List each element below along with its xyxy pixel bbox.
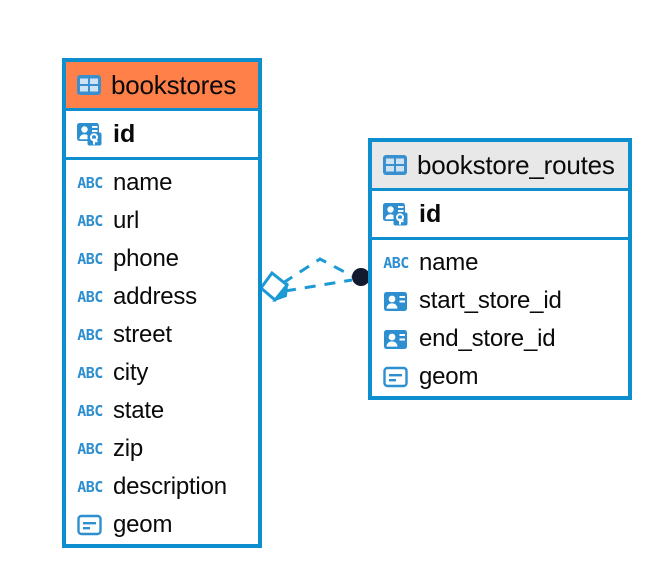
field-label: description [113, 473, 227, 500]
field-label: address [113, 283, 197, 310]
primary-key-icon [382, 201, 410, 227]
field-row[interactable]: ABC url [66, 202, 258, 240]
field-list-bookstores: ABC name ABC url ABC phone ABC address A… [66, 160, 258, 544]
text-type-icon: ABC [77, 401, 103, 420]
field-label: city [113, 359, 149, 386]
text-type-icon: ABC [77, 477, 103, 496]
text-type-icon: ABC [383, 253, 409, 272]
field-label: street [113, 321, 172, 348]
table-icon [76, 74, 102, 96]
primary-key-icon [76, 121, 104, 147]
primary-key-row-bookstore-routes[interactable]: id [372, 191, 628, 240]
entity-title: bookstores [111, 69, 237, 100]
primary-key-label: id [419, 199, 442, 228]
field-row[interactable]: ABC address [66, 278, 258, 316]
field-row[interactable]: start_store_id [372, 282, 628, 320]
field-row[interactable]: ABC name [372, 244, 628, 282]
field-row[interactable]: ABC description [66, 468, 258, 506]
table-icon [382, 154, 408, 176]
primary-key-row-bookstores[interactable]: id [66, 111, 258, 160]
text-type-icon: ABC [77, 363, 103, 382]
relationship-line-upper [282, 257, 355, 285]
entity-header-bookstores[interactable]: bookstores [66, 62, 258, 111]
entity-bookstores[interactable]: bookstores id ABC [62, 58, 262, 548]
field-row[interactable]: end_store_id [372, 320, 628, 358]
field-row[interactable]: geom [66, 506, 258, 544]
field-label: geom [113, 511, 173, 538]
foreign-key-icon [382, 327, 410, 351]
text-type-icon: ABC [77, 249, 103, 268]
field-label: state [113, 397, 165, 424]
field-row[interactable]: ABC phone [66, 240, 258, 278]
field-row[interactable]: ABC street [66, 316, 258, 354]
field-label: phone [113, 245, 179, 272]
field-row[interactable]: ABC state [66, 392, 258, 430]
field-label: url [113, 207, 140, 234]
entity-title: bookstore_routes [417, 149, 615, 180]
field-label: end_store_id [419, 325, 556, 352]
diamond-marker [258, 270, 290, 303]
field-row[interactable]: ABC name [66, 164, 258, 202]
relationship-line-lower [284, 278, 353, 293]
field-row[interactable]: geom [372, 358, 628, 396]
geometry-type-icon [382, 365, 410, 389]
field-label: name [113, 169, 173, 196]
field-label: name [419, 249, 479, 276]
field-row[interactable]: ABC zip [66, 430, 258, 468]
geometry-type-icon [76, 513, 104, 537]
field-list-bookstore-routes: ABC name start_store_id [372, 240, 628, 396]
field-label: start_store_id [419, 287, 562, 314]
foreign-key-icon [382, 289, 410, 313]
text-type-icon: ABC [77, 325, 103, 344]
field-label: zip [113, 435, 144, 462]
text-type-icon: ABC [77, 287, 103, 306]
field-label: geom [419, 363, 479, 390]
entity-header-bookstore-routes[interactable]: bookstore_routes [372, 142, 628, 191]
text-type-icon: ABC [77, 211, 103, 230]
primary-key-label: id [113, 119, 136, 148]
text-type-icon: ABC [77, 439, 103, 458]
text-type-icon: ABC [77, 173, 103, 192]
field-row[interactable]: ABC city [66, 354, 258, 392]
entity-bookstore-routes[interactable]: bookstore_routes id ABC [368, 138, 632, 400]
